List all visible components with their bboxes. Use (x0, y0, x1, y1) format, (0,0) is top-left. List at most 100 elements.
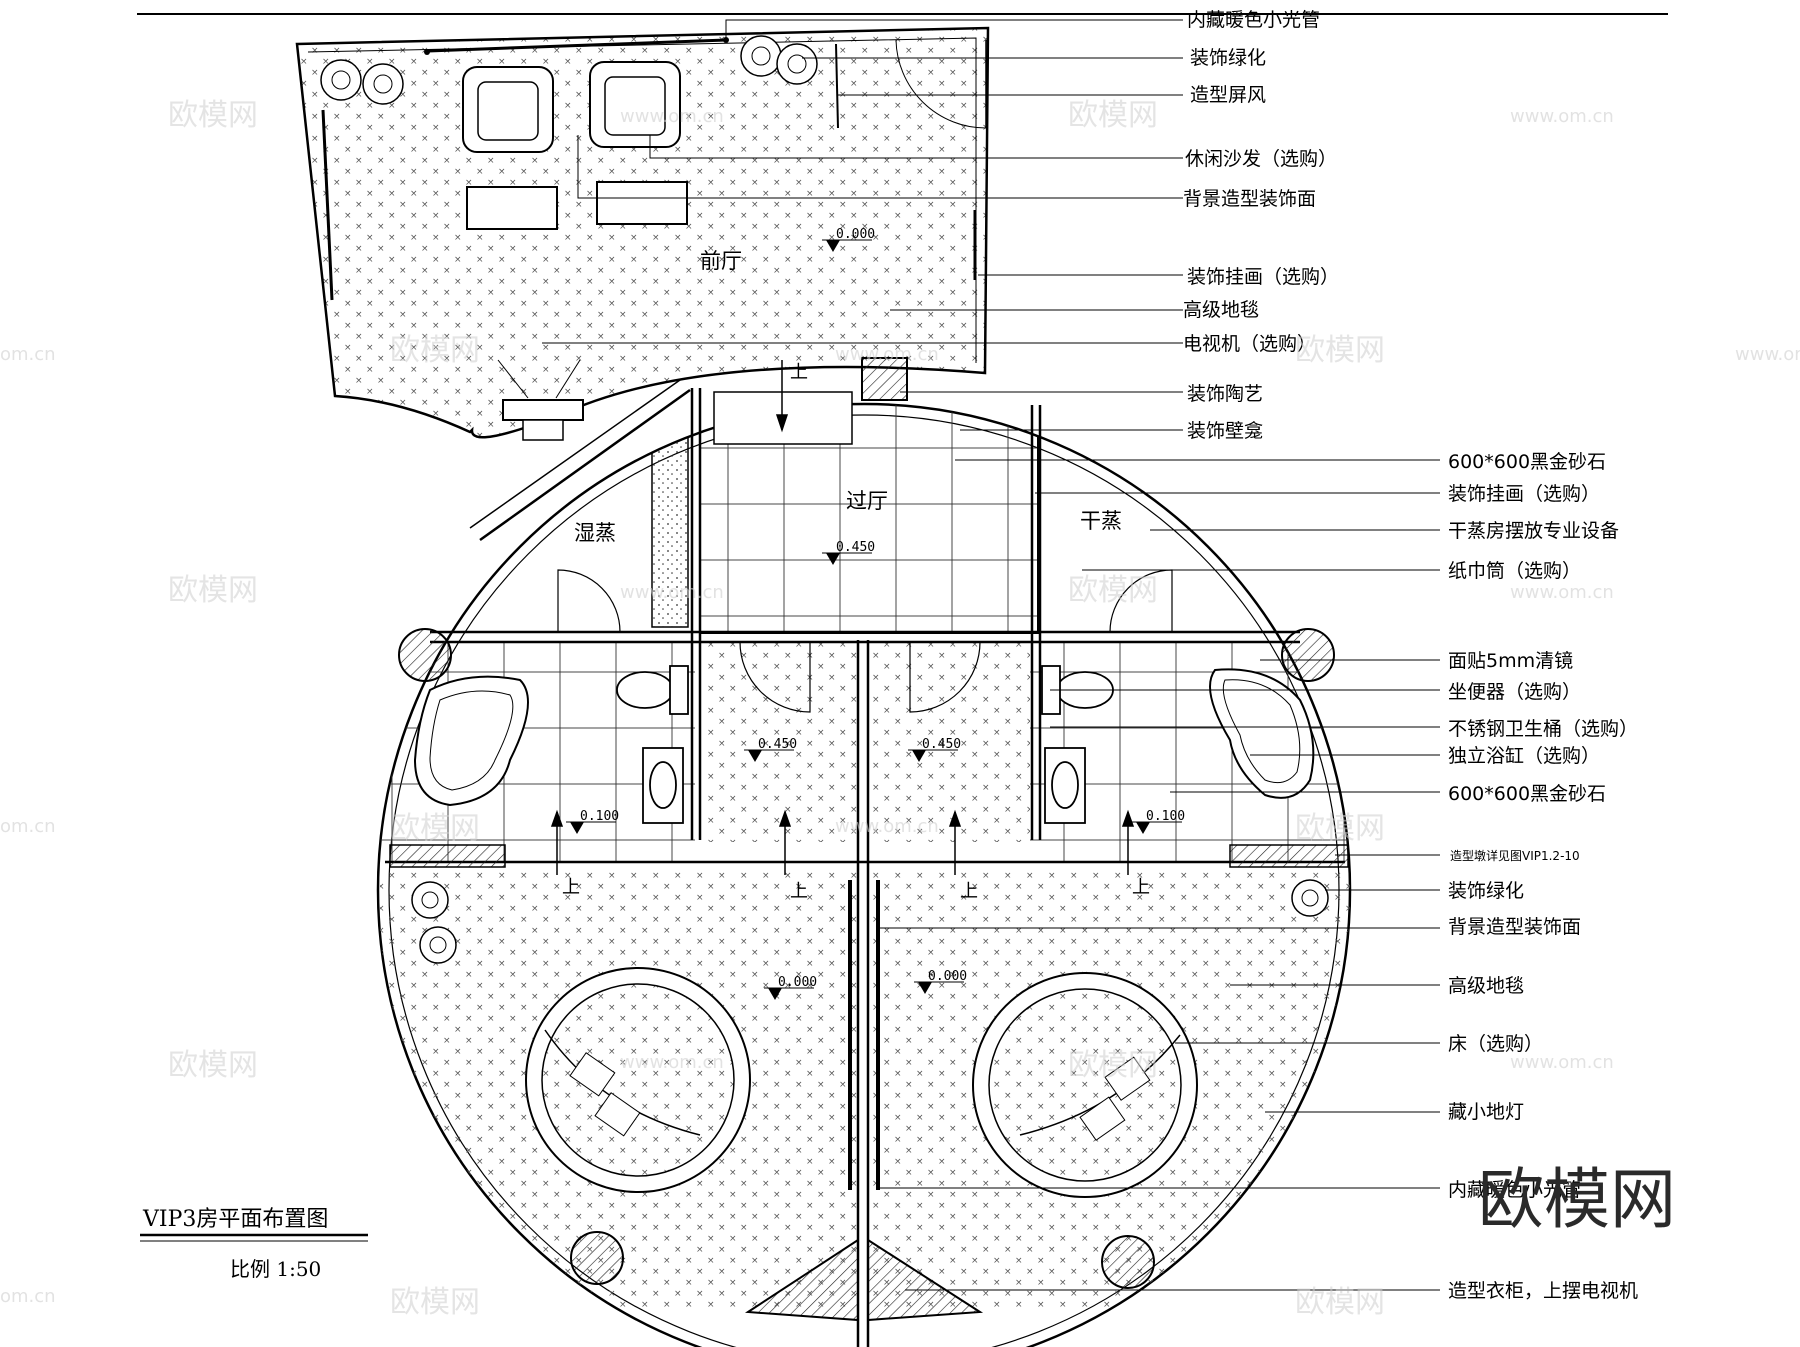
callout-label: 装饰挂画（选购） (1448, 483, 1600, 505)
room-label-dry-sauna: 干蒸 (1080, 509, 1122, 533)
circular-suite (376, 379, 1352, 1347)
callout-label: 电视机（选购） (1183, 333, 1316, 355)
svg-text:www.om.cn: www.om.cn (835, 344, 939, 365)
svg-text:欧模网: 欧模网 (1068, 98, 1158, 133)
callout-label: 坐便器（选购） (1448, 681, 1581, 703)
level-marker-lobby: 0.000 (822, 227, 875, 252)
callout-list: 内藏暖色小光管 装饰绿化 造型屏风 休闲沙发（选购） 背景造型装饰面 装饰挂画（… (1183, 9, 1638, 1302)
drawing-title: VIP3房平面布置图 (142, 1207, 328, 1232)
plant-icon (320, 35, 818, 105)
brand-watermark: 欧模网 (1478, 1161, 1676, 1238)
wardrobe (744, 1238, 984, 1322)
level-marker-bath-right: 0.450 (908, 737, 961, 762)
up-label: 上 (562, 877, 580, 898)
plant-icon (411, 879, 1329, 964)
level-marker-bed-right: 0.000 (914, 969, 967, 994)
svg-text:www.om.cn: www.om.cn (1735, 344, 1800, 365)
room-label-wet-sauna: 湿蒸 (574, 521, 616, 545)
room-label-hall: 过厅 (846, 489, 888, 513)
column-icon (398, 628, 1335, 1289)
svg-text:www.om.cn: www.om.cn (620, 1052, 724, 1073)
svg-text:www.om.cn: www.om.cn (1510, 1052, 1614, 1073)
room-label-lobby: 前厅 (700, 249, 742, 273)
svg-text:www.om.cn: www.om.cn (620, 106, 724, 127)
callout-label: 纸巾筒（选购） (1448, 560, 1581, 582)
tv (502, 399, 584, 421)
callout-label: 600*600黑金砂石 (1448, 783, 1606, 805)
callout-label: 装饰绿化 (1190, 47, 1266, 69)
svg-text:0.000: 0.000 (836, 227, 875, 242)
callout-label: 藏小地灯 (1448, 1101, 1524, 1123)
callout-label: 内藏暖色小光管 (1187, 9, 1320, 31)
callout-label: 背景造型装饰面 (1448, 916, 1581, 938)
svg-text:欧模网: 欧模网 (168, 573, 258, 608)
svg-text:om.cn: om.cn (0, 344, 56, 365)
callout-label: 高级地毯 (1448, 975, 1524, 997)
callout-label: 造型衣柜，上摆电视机 (1448, 1280, 1638, 1302)
bed-right (972, 972, 1198, 1198)
bed-left (525, 967, 751, 1193)
side-table-left (466, 186, 558, 230)
level-marker-bath-left: 0.450 (744, 737, 797, 762)
pottery-niche (861, 357, 908, 401)
svg-text:欧模网: 欧模网 (1068, 573, 1158, 608)
svg-text:欧模网: 欧模网 (1295, 811, 1385, 846)
svg-text:欧模网: 欧模网 (168, 98, 258, 133)
level-marker-step-right: 0.100 (1132, 809, 1185, 834)
callout-label: 面贴5mm清镜 (1448, 650, 1573, 672)
callout-label: 不锈钢卫生桶（选购） (1448, 718, 1638, 740)
svg-text:欧模网: 欧模网 (1068, 1048, 1158, 1083)
callout-label: 600*600黑金砂石 (1448, 451, 1606, 473)
svg-text:欧模网: 欧模网 (1295, 333, 1385, 368)
svg-text:www.om.cn: www.om.cn (835, 816, 939, 837)
callout-label: 装饰陶艺 (1187, 383, 1263, 405)
callout-label: 装饰壁龛 (1187, 420, 1263, 442)
up-label: 上 (790, 362, 808, 383)
callout-label: 装饰挂画（选购） (1187, 266, 1339, 288)
svg-text:0.450: 0.450 (922, 737, 961, 752)
title-block: VIP3房平面布置图 比例 1:50 (140, 1207, 368, 1281)
svg-text:0.100: 0.100 (580, 809, 619, 824)
sink-icon (642, 747, 1086, 824)
svg-text:www.om.cn: www.om.cn (620, 582, 724, 603)
callout-label: 独立浴缸（选购） (1448, 745, 1600, 767)
svg-text:欧模网: 欧模网 (390, 811, 480, 846)
level-marker-bed-left: 0.000 (764, 975, 817, 1000)
svg-text:0.000: 0.000 (778, 975, 817, 990)
lobby-area: 前厅 0.000 (295, 26, 990, 441)
watermark-layer: 欧模网 欧模网 欧模网 欧模网 欧模网 欧模网 欧模网 欧模网 欧模网 欧模网 … (0, 98, 1800, 1320)
callout-label: 内藏暖色小光管 (1448, 1179, 1581, 1201)
svg-text:www.om.cn: www.om.cn (1510, 106, 1614, 127)
callout-label: 造型墩详见图VIP1.2-10 (1450, 848, 1580, 863)
up-label: 上 (960, 881, 978, 902)
up-label: 上 (790, 881, 808, 902)
svg-text:0.000: 0.000 (928, 969, 967, 984)
callout-label: 床（选购） (1448, 1033, 1543, 1055)
level-marker-step-left: 0.100 (566, 809, 619, 834)
svg-text:om.cn: om.cn (0, 1286, 56, 1307)
svg-text:欧模网: 欧模网 (390, 333, 480, 368)
svg-text:欧模网: 欧模网 (390, 1285, 480, 1320)
side-table-right (596, 181, 688, 225)
bathtub-left (413, 675, 529, 807)
svg-text:欧模网: 欧模网 (168, 1048, 258, 1083)
stair-up-arrow (550, 360, 1135, 875)
level-marker-hall: 0.450 (822, 540, 875, 565)
svg-text:0.450: 0.450 (836, 540, 875, 555)
sofa-left (462, 66, 554, 153)
callout-label: 休闲沙发（选购） (1185, 148, 1337, 170)
callout-label: 干蒸房摆放专业设备 (1448, 520, 1619, 542)
callout-label: 背景造型装饰面 (1183, 188, 1316, 210)
svg-text:om.cn: om.cn (0, 816, 56, 837)
svg-text:0.100: 0.100 (1146, 809, 1185, 824)
svg-text:欧模网: 欧模网 (1295, 1285, 1385, 1320)
leader-lines (542, 19, 1440, 1291)
drawing-scale: 比例 1:50 (230, 1257, 321, 1281)
callout-label: 装饰绿化 (1448, 880, 1524, 902)
up-label: 上 (1132, 877, 1150, 898)
sofa-right (589, 61, 681, 148)
callout-label: 造型屏风 (1190, 84, 1266, 106)
svg-text:www.om.cn: www.om.cn (1510, 582, 1614, 603)
svg-text:0.450: 0.450 (758, 737, 797, 752)
